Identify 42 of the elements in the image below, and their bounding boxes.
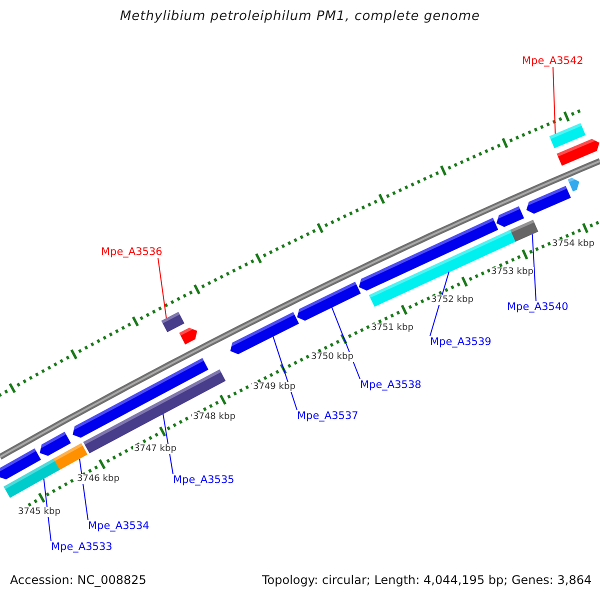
gene-feature [161,312,184,332]
gene-label: Mpe_A3539 [430,336,492,348]
gene-label: Mpe_A3537 [297,410,358,422]
gene-label: Mpe_A3533 [51,541,112,554]
gene-feature [508,220,538,243]
gene-feature [51,443,88,471]
gene-feature [549,123,586,148]
title: Methylibium petroleiphilum PM1, complete genome [118,10,482,25]
leader-line [43,478,52,542]
gene-feature [4,458,60,498]
gene-label: Mpe_A3535 [173,474,234,486]
leader-line [158,258,167,319]
scale-label: 3754 kbp [551,239,596,250]
leader-line [331,306,360,380]
gene-feature [40,432,71,456]
scale-label: 3745 kbp [17,507,62,518]
gene-feature [568,178,580,192]
leader-line [272,336,298,410]
scale-label: 3749 kbp [252,382,296,392]
gene-feature [556,138,600,166]
scale-label: 3748 kbp [192,412,236,422]
gene-feature [297,282,361,321]
scale-label: 3753 kbp [490,267,534,278]
gene-feature [526,186,571,214]
footer-text: Topology: circular; Length: 4,044,195 bp; Genes: 3,864 [261,574,593,588]
footer-text: Accession: NC_008825 [9,574,148,588]
scale-label: 3747 kbp [133,444,178,454]
scale-label: 3750 kbp [310,352,354,362]
gene-label: Mpe_A3534 [88,520,150,532]
gene-label: Mpe_A3538 [360,379,422,392]
scale-label: 3746 kbp [76,474,120,484]
gene-label: Mpe_A3540 [507,301,568,314]
gene-feature [179,328,198,344]
scale-label: 3752 kbp [430,295,474,306]
leader-line [552,66,556,134]
scale-label: 3751 kbp [370,323,414,334]
leader-line [532,234,536,302]
gene-feature [496,206,524,227]
gene-feature [230,312,299,354]
gene-feature [0,448,41,480]
gene-label: Mpe_A3542 [522,55,584,68]
gene-label: Mpe_A3536 [101,246,162,258]
